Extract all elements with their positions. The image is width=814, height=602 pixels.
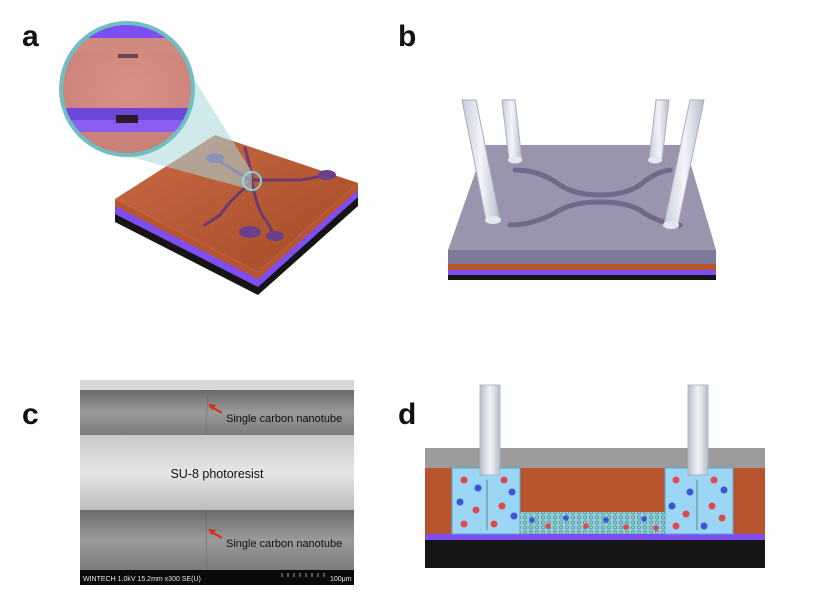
sem-scale-bar-label: 100μm <box>330 576 352 583</box>
panel-label-c: c <box>22 398 39 431</box>
sem-scale-ticks <box>281 573 325 577</box>
sem-lower-trench <box>80 510 354 570</box>
label-carbon-nanotube-top: Single carbon nanotube <box>226 413 342 425</box>
panel-d-cross-section <box>425 384 765 568</box>
nanochannel-region <box>520 512 665 534</box>
label-carbon-nanotube-bottom: Single carbon nanotube <box>226 538 342 550</box>
chip-substrate-layers <box>115 183 358 295</box>
nanotube-arrow-bottom <box>208 529 223 539</box>
sem-upper-trench <box>80 390 354 435</box>
panel-label-d: d <box>398 398 417 431</box>
ion-particles <box>456 476 728 531</box>
panel-label-b: b <box>398 20 417 53</box>
sem-info-bar <box>80 570 354 585</box>
substrate-layer <box>425 540 765 568</box>
sem-photoresist-ridge <box>80 435 354 510</box>
panel-label-a: a <box>22 20 39 53</box>
nanotube-arrow-top <box>208 404 223 414</box>
panel-c-sem-micrograph: Single carbon nanotube SU-8 photoresist … <box>80 380 354 585</box>
pipette-tubes <box>479 384 709 476</box>
sem-top-edge <box>80 380 354 390</box>
magnifier-lens-rim <box>59 21 195 157</box>
device-substrate-layers <box>448 264 716 280</box>
inlet-outlet-tubes <box>461 99 705 229</box>
sem-info-text: WINTECH 1.0kV 15.2mm x300 SE(U) <box>83 576 201 583</box>
device-microchannel <box>507 167 683 228</box>
violet-layer <box>425 534 765 540</box>
label-su8-photoresist: SU-8 photoresist <box>170 467 264 481</box>
panel-a-chip-illustration <box>59 21 358 295</box>
panel-b-device-illustration <box>448 99 716 280</box>
pdms-top-layer <box>425 448 765 468</box>
pdms-block-front <box>448 250 716 264</box>
